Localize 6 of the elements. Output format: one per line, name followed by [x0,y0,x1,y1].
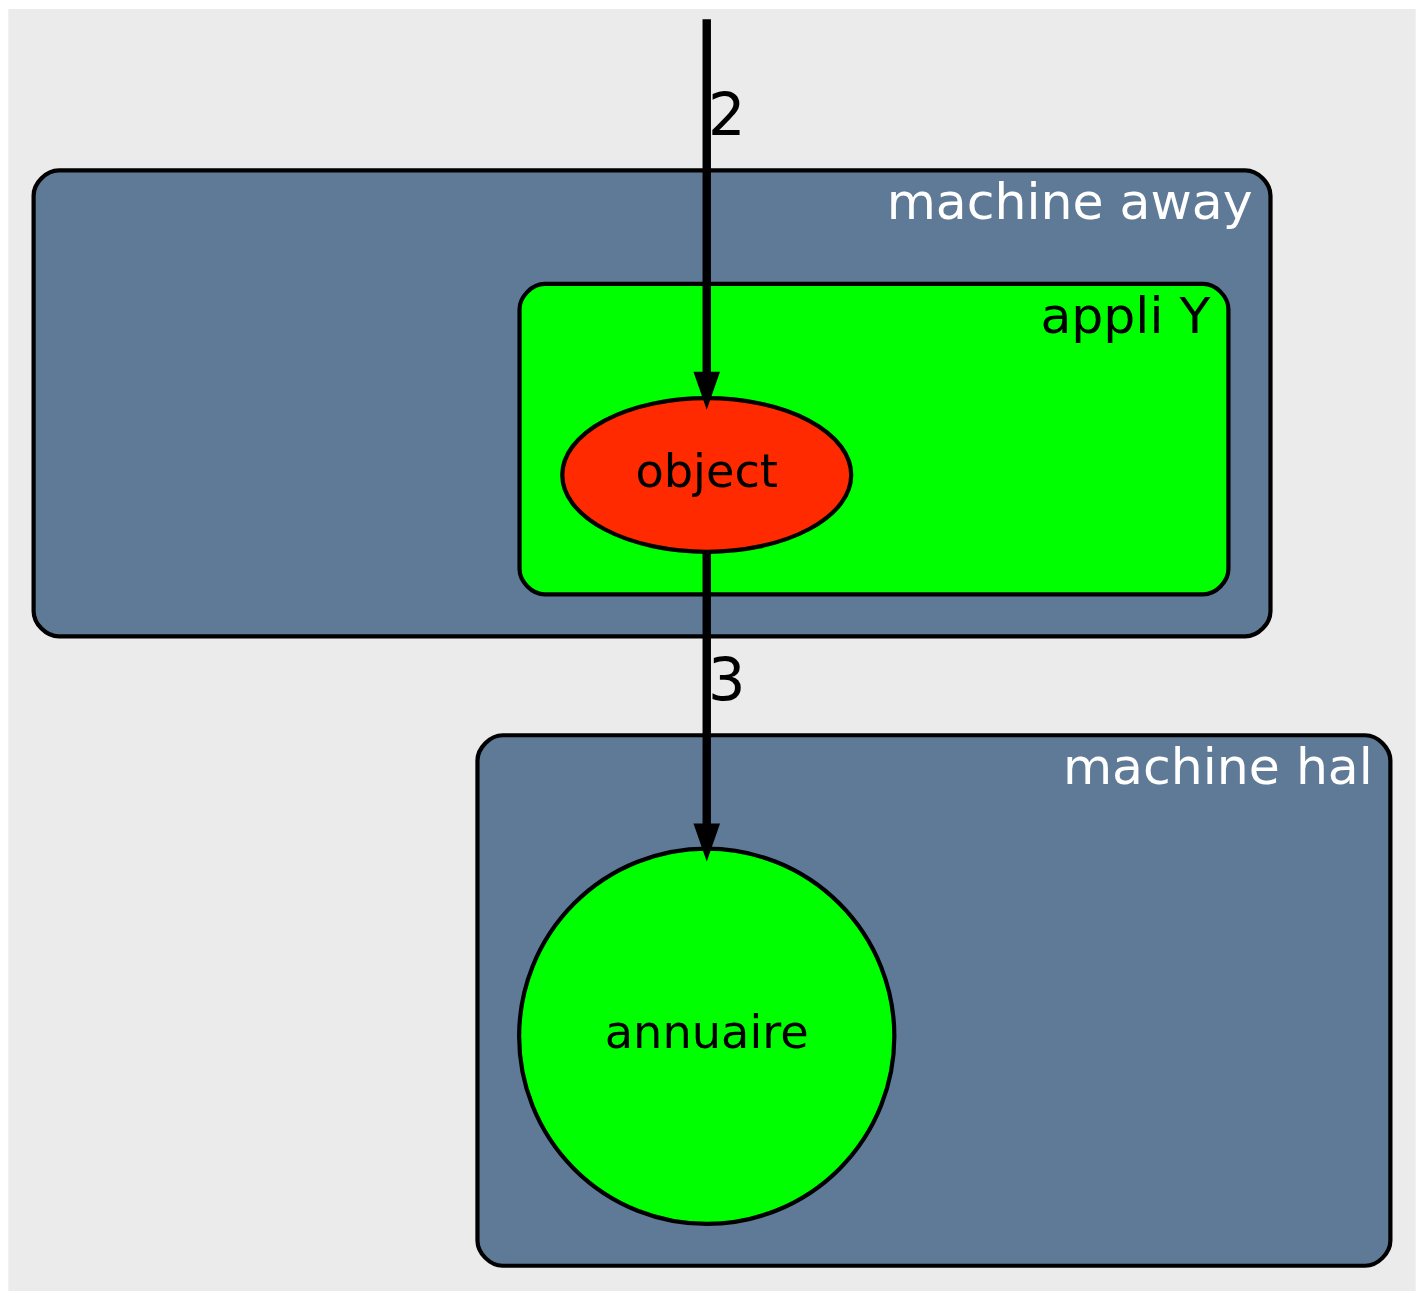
edge-label: 3 [707,644,746,714]
edge-label: 2 [707,79,746,149]
arrow [693,552,721,861]
arrow [693,18,721,410]
node-circle: annuaire [517,846,897,1226]
node-ellipse: object [560,395,854,554]
